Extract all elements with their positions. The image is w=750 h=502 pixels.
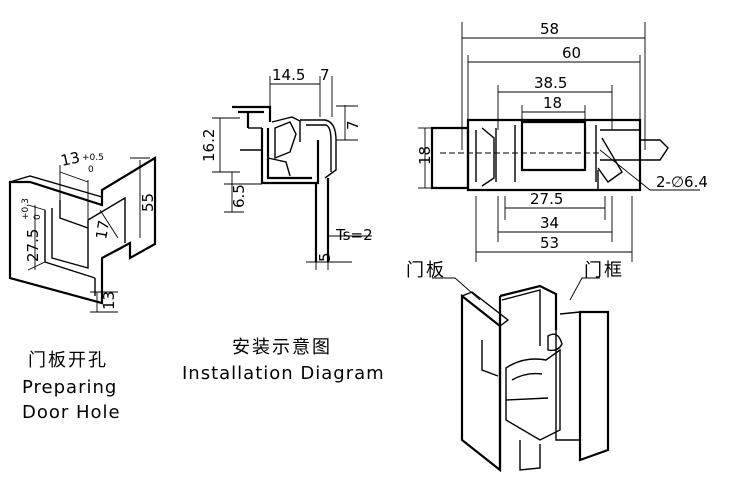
door-hole-drawing — [8, 156, 157, 313]
dim-13-bottom: 13 — [100, 291, 118, 310]
dim-14-5: 14.5 — [272, 66, 305, 84]
dim-5: 5 — [316, 252, 334, 262]
dim-60: 60 — [562, 44, 581, 62]
dim-13-tolerance: +0.5 — [82, 153, 104, 163]
hinge-iso-view — [432, 277, 610, 473]
dim-17: 17 — [92, 219, 113, 241]
dim-27-5: 27.5 — [24, 229, 42, 262]
dim-38-5: 38.5 — [534, 74, 567, 92]
dim-58: 58 — [540, 20, 559, 38]
dim-16-2: 16.2 — [200, 129, 218, 162]
dim-18-top: 18 — [543, 94, 562, 112]
caption-door-hole-en-2: Door Hole — [22, 402, 121, 423]
caption-door-hole-cn: 门板开孔 — [28, 350, 108, 371]
dim-27-5: 27.5 — [530, 190, 563, 208]
dim-6-5: 6.5 — [230, 184, 248, 208]
dim-27-5-tolerance: +0.3 — [21, 198, 31, 220]
dim-13-top: 13 — [59, 148, 81, 170]
dim-ts-2: Ts=2 — [335, 226, 373, 244]
caption-installation-en: Installation Diagram — [182, 363, 385, 384]
caption-installation-cn: 安装示意图 — [232, 337, 332, 358]
dim-27-5-tolerance-low: 0 — [33, 214, 43, 220]
installation-section-drawing — [212, 76, 372, 270]
dim-7-right: 7 — [344, 120, 362, 130]
dim-holes: 2-∅6.4 — [656, 173, 708, 191]
dim-7-top: 7 — [320, 66, 330, 84]
dim-34: 34 — [540, 214, 559, 232]
dim-13-tolerance-low: 0 — [88, 165, 94, 175]
dim-18-left: 18 — [416, 146, 434, 165]
dim-53: 53 — [540, 234, 559, 252]
caption-door-hole-en-1: Preparing — [22, 377, 117, 398]
label-door-panel: 门板 — [406, 260, 446, 281]
dim-55: 55 — [139, 193, 157, 212]
hinge-front-view — [418, 22, 700, 262]
label-door-frame: 门框 — [584, 260, 624, 281]
